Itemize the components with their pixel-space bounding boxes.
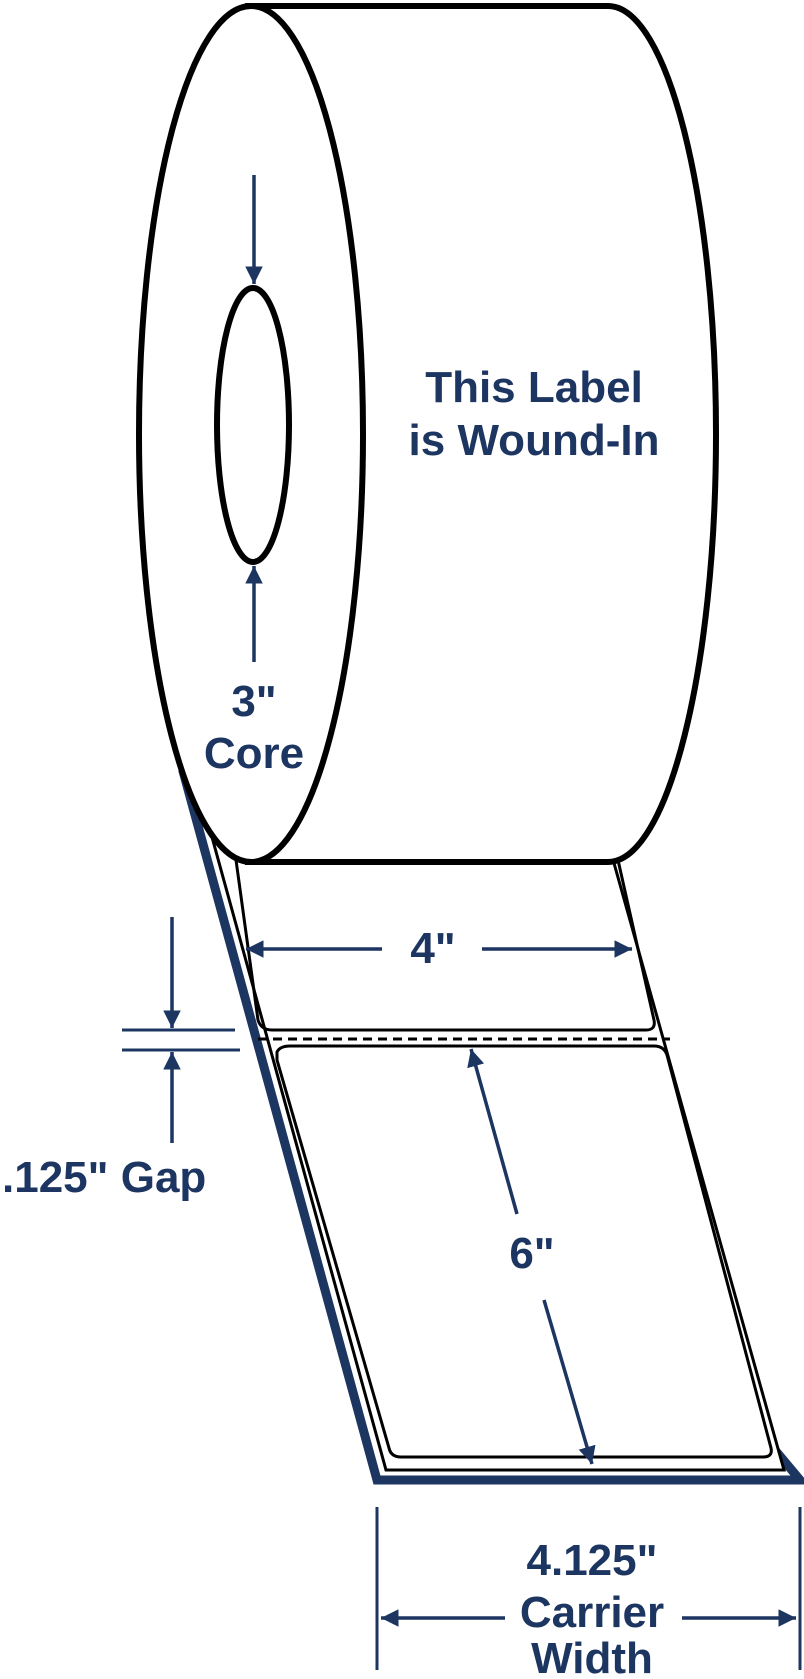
carrier-width-line2-text: Width [531,1634,653,1679]
wound-in-text-line2: is Wound-In [409,416,660,465]
core-size-text: 3" [231,677,276,726]
length-arrow-bottom [542,1299,596,1465]
wound-in-text-line1: This Label [425,363,643,412]
carrier-width-value-text: 4.125" [527,1536,658,1585]
label-length-text: 6" [509,1229,554,1278]
core-label-text: Core [204,729,304,778]
length-arrow-top [467,1048,519,1215]
carrier-width-line1-text: Carrier [520,1588,664,1637]
label-width-text: 4" [410,924,455,973]
roll-body [245,3,720,865]
gap-text: .125" Gap [2,1153,206,1202]
lower-label-outline [275,1044,773,1459]
upper-label-outline [234,859,656,1032]
roll-core-hole [214,285,292,565]
